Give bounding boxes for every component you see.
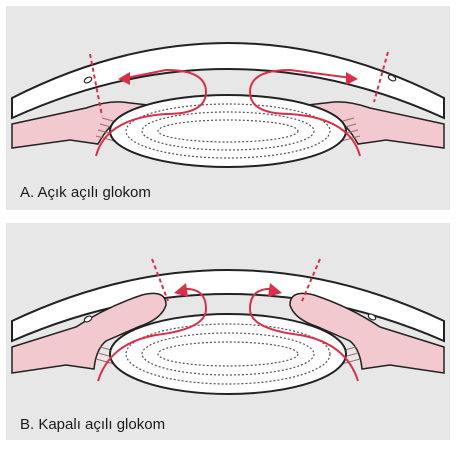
caption-open-angle: A. Açık açılı glokom: [20, 184, 151, 201]
lens: [110, 95, 346, 167]
lens: [110, 314, 346, 394]
caption-closed-angle: B. Kapalı açılı glokom: [20, 416, 165, 433]
panel-closed-angle: B. Kapalı açılı glokom: [6, 223, 450, 440]
closed-angle-eye-diagram: [6, 223, 450, 440]
panel-open-angle: A. Açık açılı glokom: [6, 6, 450, 210]
open-angle-eye-diagram: [6, 6, 450, 210]
